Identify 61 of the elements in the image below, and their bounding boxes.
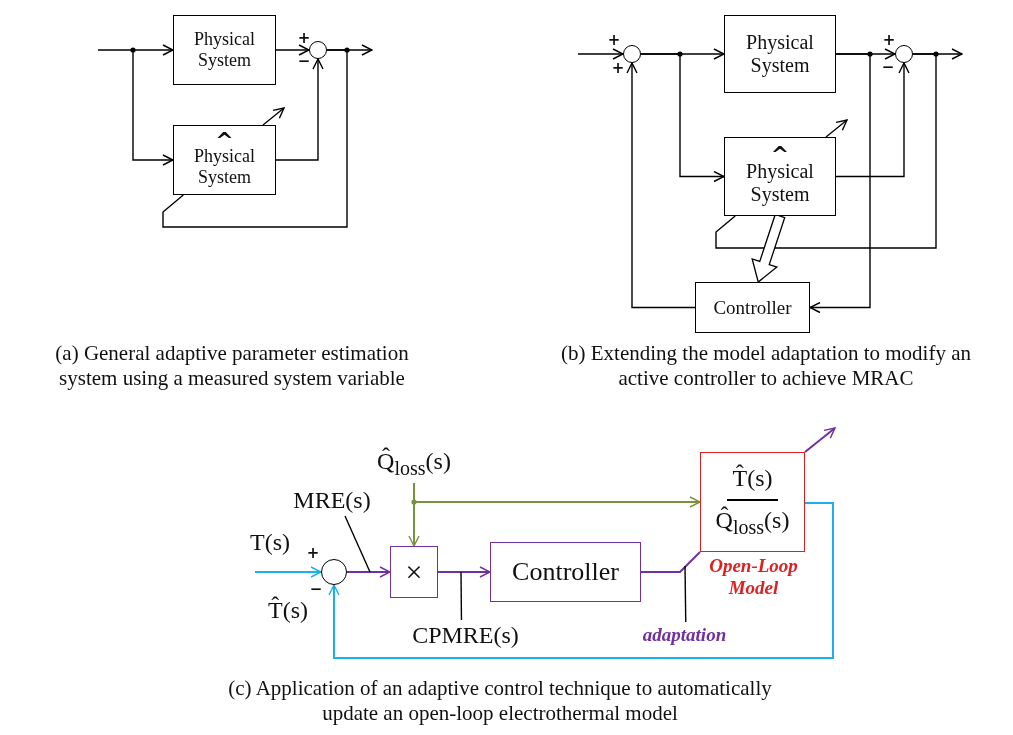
summing-junction	[895, 45, 913, 63]
sign-label: +	[607, 31, 621, 49]
box-label: T̂(s)	[726, 465, 779, 501]
sign-label: −	[881, 58, 895, 76]
leader-line	[344, 515, 371, 573]
arrow	[97, 44, 174, 56]
figure-caption: (b) Extending the model adaptation to modify an active controller to achieve MRAC	[560, 341, 972, 392]
box-label: Physical System	[745, 160, 815, 207]
box-label: Physical System	[193, 146, 256, 188]
arrow	[254, 566, 322, 578]
box-label: Controller	[512, 557, 619, 587]
summing-junction	[309, 41, 327, 59]
box-label: ×	[405, 554, 423, 590]
box-label: Q̂$_{loss}$(s)	[715, 506, 790, 539]
block-arrow	[751, 213, 786, 284]
connector-line	[715, 53, 937, 249]
leader-line	[460, 571, 463, 621]
process-box	[724, 137, 836, 216]
model-caption: Open-Loop Model	[708, 555, 799, 599]
process-box	[490, 542, 641, 602]
signal-label: T̂(s)	[268, 596, 309, 625]
summing-junction	[623, 45, 641, 63]
box-label: Physical System	[745, 31, 815, 77]
box-label: Controller	[713, 296, 792, 319]
signal-label: T(s)	[250, 528, 291, 557]
sign-label: +	[306, 544, 320, 562]
connector-line	[640, 551, 701, 573]
arrow	[346, 566, 391, 578]
arrow	[804, 427, 836, 453]
process-box	[173, 15, 276, 85]
process-box	[724, 15, 836, 93]
hat-symbol: ^	[770, 146, 790, 163]
process-box	[695, 282, 810, 333]
arrow	[640, 53, 725, 183]
box-label: Physical System	[193, 29, 256, 71]
arrow	[577, 48, 624, 60]
arrow	[275, 58, 324, 161]
arrow	[835, 62, 910, 178]
sign-label: −	[309, 580, 323, 598]
signal-text: CPMRE(s)	[412, 622, 519, 650]
signal-text: MRE(s)	[293, 487, 371, 515]
process-box	[390, 546, 438, 598]
arrow	[626, 62, 696, 309]
sign-label: +	[297, 29, 311, 47]
figure-caption: (c) Application of an adaptive control technique to automatically update an open-loop electrothermal model	[227, 676, 773, 727]
sign-label: −	[297, 52, 311, 70]
leader-line	[684, 565, 687, 623]
sign-label: +	[882, 31, 896, 49]
arrow	[437, 566, 491, 578]
figure-caption: (a) General adaptive parameter estimation system using a measured system variable	[54, 341, 410, 392]
arrow	[809, 53, 871, 314]
arrow	[275, 44, 310, 56]
signal-text: adaptation	[642, 624, 727, 646]
signal-text: Q̂$_{loss}$(s)	[377, 448, 451, 480]
arrow	[413, 482, 701, 508]
summing-junction	[321, 559, 347, 585]
hat-symbol: ^	[215, 132, 234, 148]
process-box	[173, 125, 276, 195]
sign-label: +	[611, 59, 625, 77]
connector-line	[162, 49, 348, 228]
arrow	[328, 502, 834, 659]
